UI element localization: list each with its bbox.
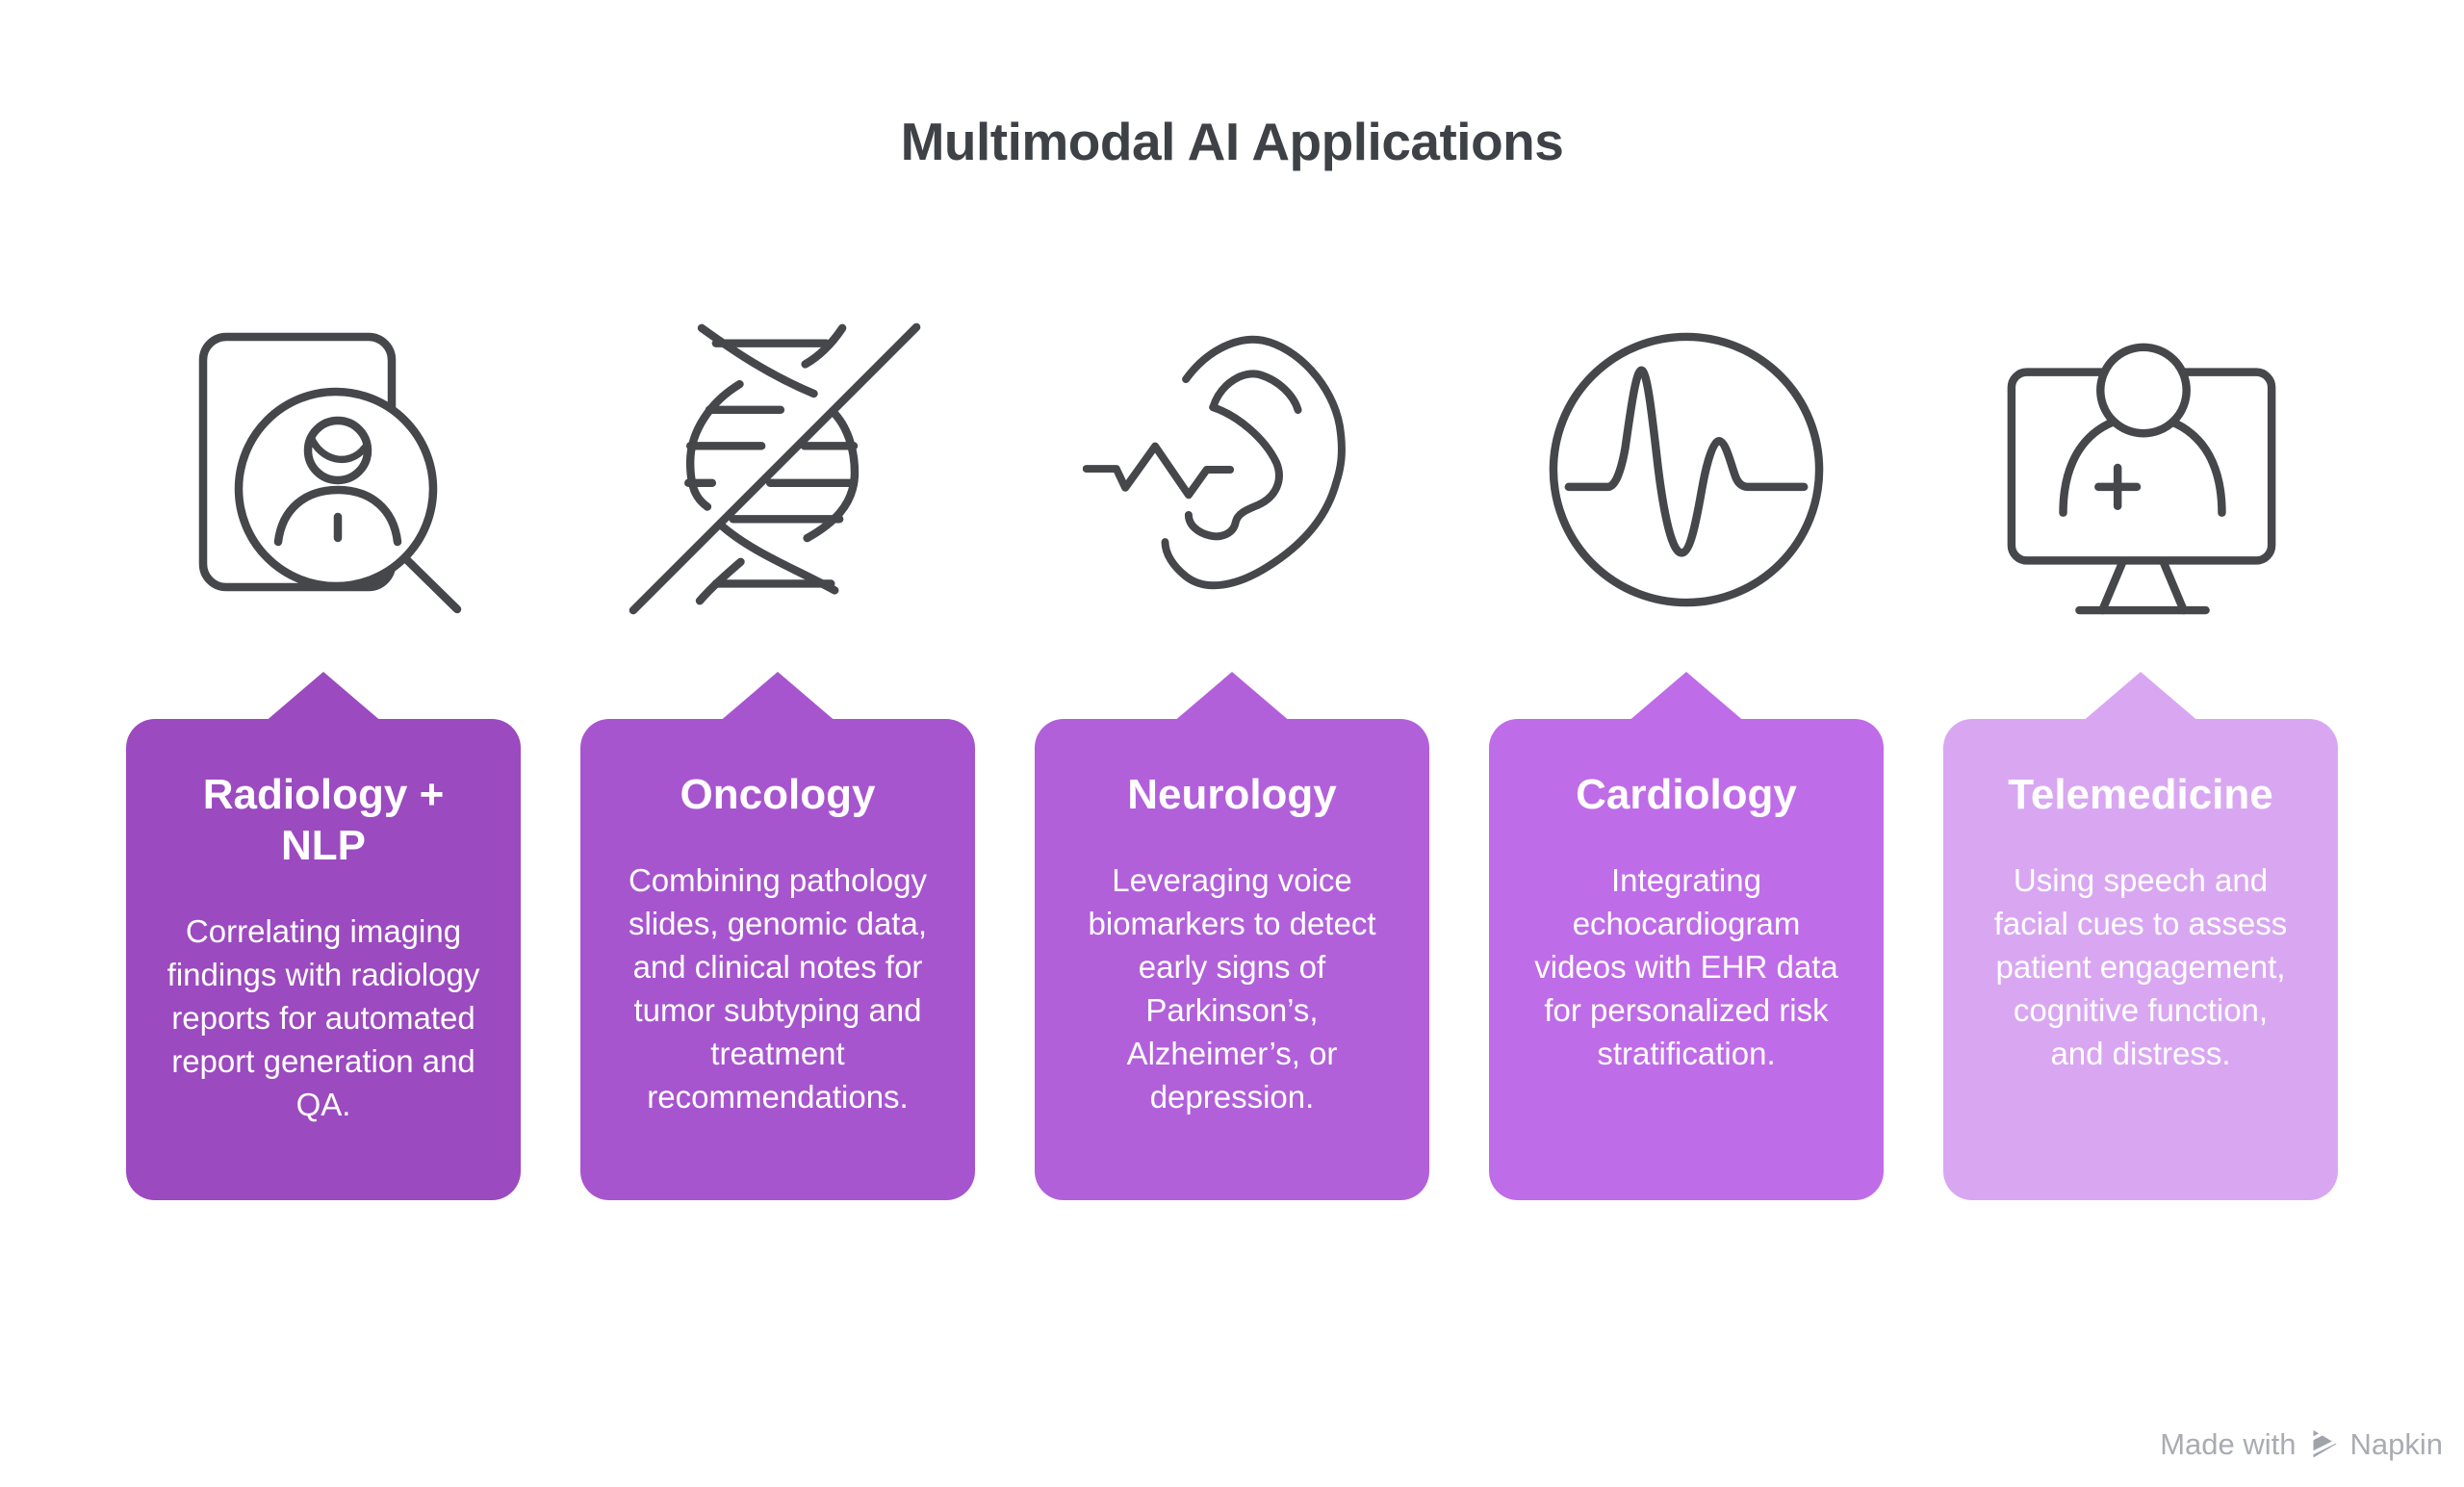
column-radiology-nlp: Radiology + NLP Correlating imaging find… <box>126 320 521 1200</box>
card-pointer <box>1630 672 1743 720</box>
card-telemedicine: Telemedicine Using speech and facial cue… <box>1943 719 2338 1200</box>
card-cardiology: Cardiology Integrating echocardiogram vi… <box>1489 719 1884 1200</box>
card-title: Neurology <box>1127 771 1337 818</box>
telemedicine-monitor-icon <box>1943 320 2338 620</box>
ear-soundwave-icon <box>1035 320 1429 620</box>
card-description: Using speech and facial cues to assess p… <box>1993 862 2288 1071</box>
column-neurology: Neurology Leveraging voice biomarkers to… <box>1035 320 1429 1200</box>
card-title: Cardiology <box>1576 771 1797 818</box>
card-description: Correlating imaging findings with radiol… <box>167 913 480 1122</box>
card-description: Integrating echocardiogram videos with E… <box>1534 862 1838 1071</box>
card-title: Radiology + NLP <box>202 771 445 869</box>
watermark-brand-label: Napkin <box>2349 1427 2444 1461</box>
card-title: Telemedicine <box>2008 771 2273 818</box>
dna-strand-icon <box>580 320 975 620</box>
column-telemedicine: Telemedicine Using speech and facial cue… <box>1943 320 2338 1200</box>
page-title: Multimodal AI Applications <box>900 112 1564 171</box>
napkin-logo-icon <box>2313 1430 2336 1458</box>
card-pointer <box>267 672 380 720</box>
radiology-scan-magnifier-icon <box>126 320 521 620</box>
card-oncology: Oncology Combining pathology slides, gen… <box>580 719 975 1200</box>
watermark-made-with-label: Made with <box>2160 1427 2297 1461</box>
card-description: Combining pathology slides, genomic data… <box>628 862 928 1115</box>
card-pointer <box>721 672 834 720</box>
card-neurology: Neurology Leveraging voice biomarkers to… <box>1035 719 1429 1200</box>
card-radiology-nlp: Radiology + NLP Correlating imaging find… <box>126 719 521 1200</box>
card-description: Leveraging voice biomarkers to detect ea… <box>1088 862 1376 1115</box>
column-oncology: Oncology Combining pathology slides, gen… <box>580 320 975 1200</box>
ecg-pulse-circle-icon <box>1489 320 1884 620</box>
card-pointer <box>1175 672 1289 720</box>
card-pointer <box>2084 672 2197 720</box>
application-columns: Radiology + NLP Correlating imaging find… <box>0 320 2464 1200</box>
card-title: Oncology <box>680 771 876 818</box>
column-cardiology: Cardiology Integrating echocardiogram vi… <box>1489 320 1884 1200</box>
napkin-watermark: Made with Napkin <box>2160 1427 2443 1462</box>
